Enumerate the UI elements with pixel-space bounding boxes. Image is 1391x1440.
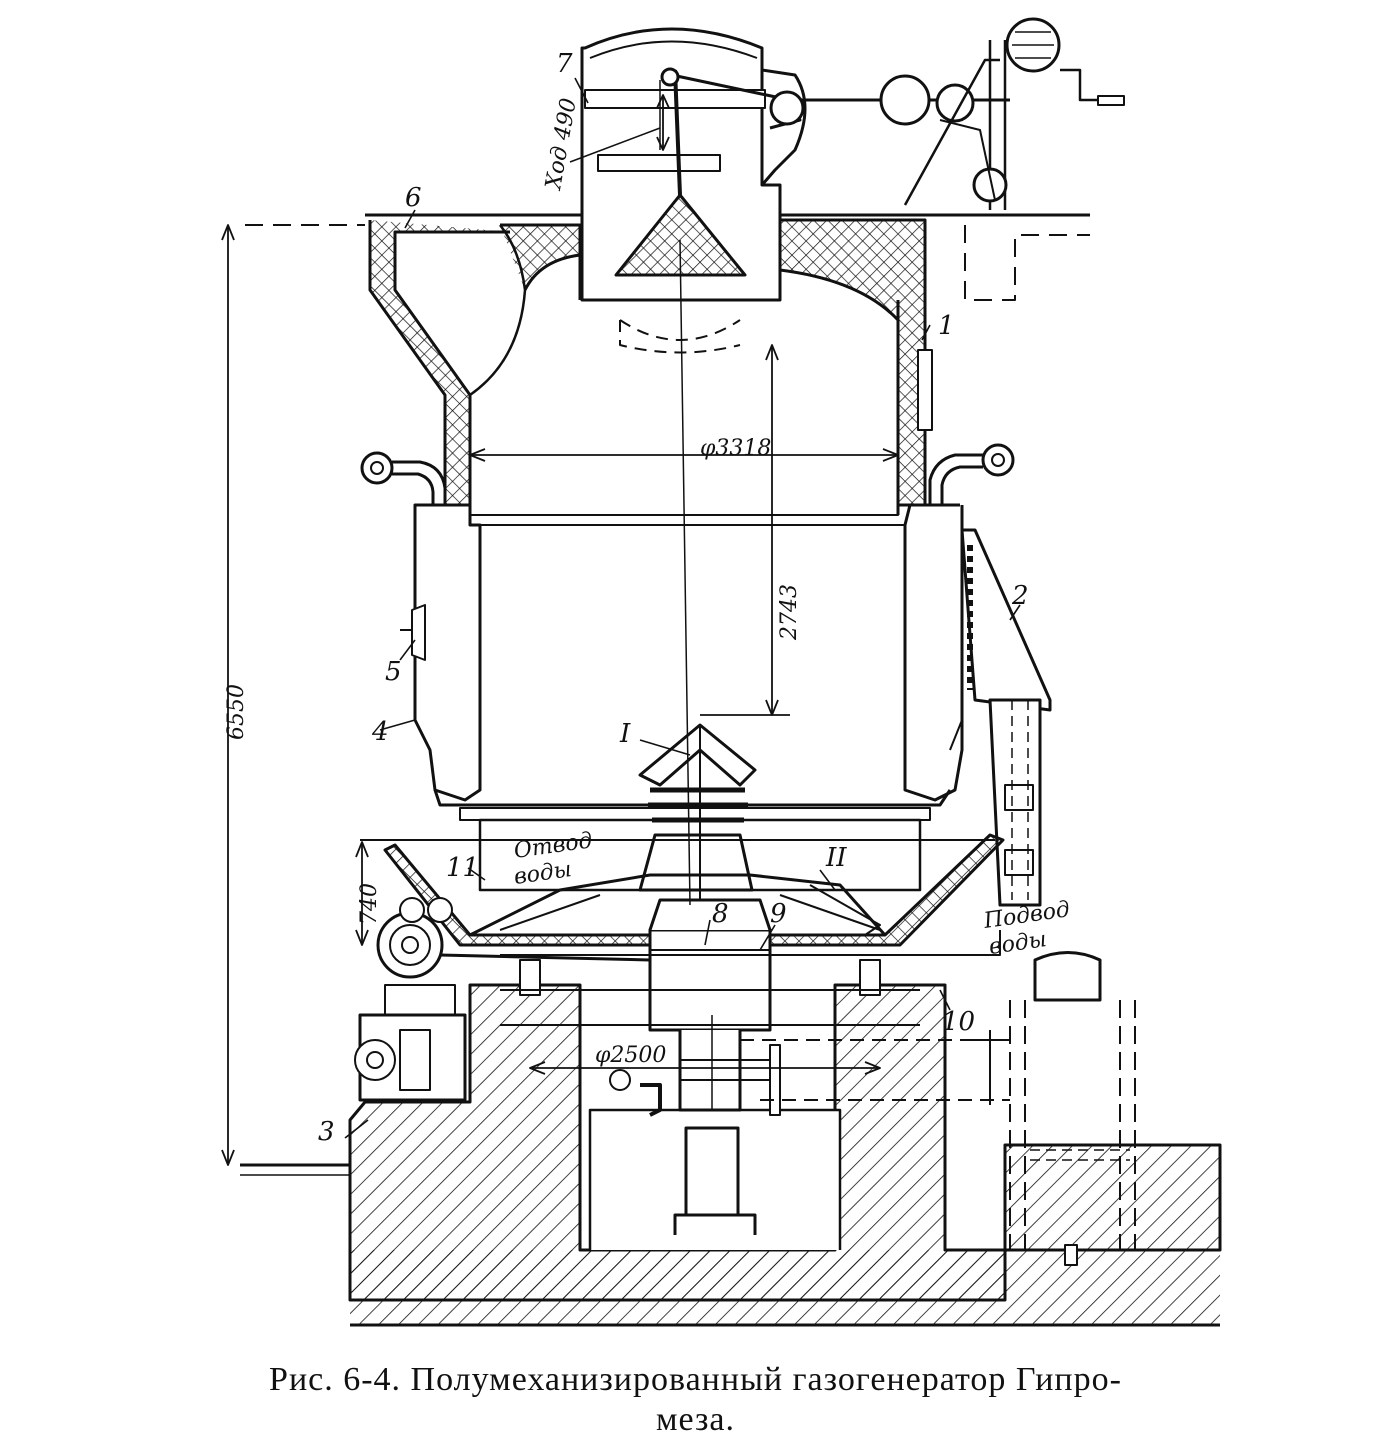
label-detail-II: II [825, 843, 847, 873]
leader-lines [344, 77, 1021, 1139]
label-detail-I: I [619, 719, 631, 749]
dim-pan-height: 740 [357, 883, 382, 925]
dim-total-height: 6550 [224, 684, 249, 740]
dim-stroke: Ход 490 [541, 96, 582, 193]
foundation [240, 983, 1222, 1327]
water-jacket [400, 503, 964, 892]
label-7: 7 [556, 49, 573, 79]
dimension-lines [221, 94, 899, 1166]
bunker-drive-mechanism [800, 17, 1125, 210]
label-4: 4 [371, 717, 389, 747]
hydraulic-seal-tank [740, 930, 1136, 1266]
figure-caption: Рис. 6-4. Полумеханизированный газогенер… [0, 1360, 1391, 1440]
steam-stand [960, 528, 1052, 907]
label-10: 10 [942, 1007, 975, 1037]
label-5: 5 [385, 657, 402, 687]
worm-gear-drive [354, 897, 651, 1102]
label-1: 1 [938, 311, 955, 341]
label-8: 8 [712, 899, 729, 929]
label-11: 11 [446, 853, 479, 883]
ash-pan [360, 833, 1005, 947]
figure-caption-line2: меза. [655, 1401, 736, 1438]
generator-shaft [245, 213, 1090, 516]
water-inlet-label-line1: Подвод [981, 897, 1071, 934]
gas-generator-drawing: 7 6 1 2 5 4 3 11 8 9 10 I II Отвод воды … [221, 17, 1222, 1327]
air-pipes [360, 443, 1015, 505]
dim-grate-diameter: φ2500 [595, 1043, 666, 1068]
dim-shaft-height: 2743 [777, 584, 802, 641]
label-9: 9 [770, 899, 787, 929]
label-2: 2 [1011, 581, 1029, 611]
label-3: 3 [318, 1117, 335, 1147]
dim-shaft-diameter: φ3318 [700, 436, 771, 461]
figure-caption-line1: Рис. 6-4. Полумеханизированный газогенер… [269, 1361, 1122, 1398]
label-6: 6 [405, 183, 422, 213]
charging-bunker [580, 27, 807, 302]
grate-drive [500, 898, 920, 1117]
